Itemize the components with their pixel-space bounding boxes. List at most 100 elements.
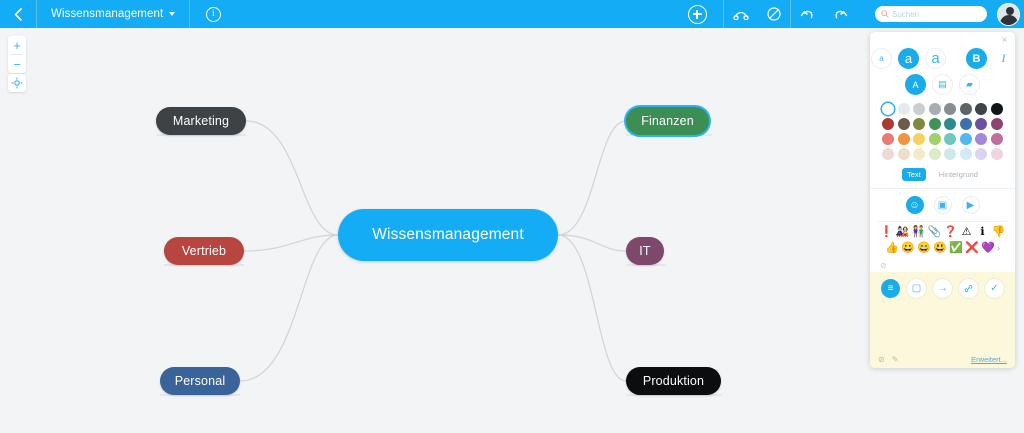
- node-produktion[interactable]: Produktion: [626, 367, 721, 395]
- emoji-button[interactable]: 👫: [911, 226, 926, 238]
- emoji-button[interactable]: 😀: [901, 242, 915, 254]
- color-swatch[interactable]: [882, 118, 895, 130]
- add-node-button[interactable]: [671, 0, 723, 28]
- emoji-icon[interactable]: ☺: [905, 196, 924, 214]
- emoji-button[interactable]: 😃: [933, 242, 947, 254]
- zoom-in-button[interactable]: +: [13, 37, 21, 53]
- close-icon[interactable]: ×: [1001, 35, 1008, 46]
- node-finanzen[interactable]: Finanzen: [626, 107, 709, 135]
- note-text-icon[interactable]: ≡: [881, 279, 900, 298]
- color-swatch[interactable]: [928, 133, 941, 145]
- video-icon[interactable]: ▶: [961, 196, 980, 214]
- emoji-button[interactable]: 👍: [885, 242, 899, 254]
- note-comment-icon[interactable]: ▢: [907, 279, 926, 298]
- emoji-button[interactable]: ℹ: [980, 226, 985, 238]
- color-swatch[interactable]: [975, 148, 988, 160]
- color-swatch[interactable]: [897, 133, 910, 145]
- color-swatch[interactable]: [897, 118, 910, 130]
- color-swatch[interactable]: [944, 103, 957, 115]
- color-swatch[interactable]: [928, 148, 941, 160]
- color-swatch[interactable]: [990, 103, 1003, 115]
- center-map-button[interactable]: [8, 74, 26, 92]
- info-button[interactable]: i: [190, 0, 236, 28]
- color-swatch[interactable]: [944, 148, 957, 160]
- note-area[interactable]: ≡ ▢ → ✓ ⊘ ✎ Erweitert...: [870, 272, 1015, 368]
- color-swatch[interactable]: [959, 103, 972, 115]
- emoji-button[interactable]: 😄: [917, 242, 931, 254]
- clear-format-icon[interactable]: ⊘: [880, 261, 887, 270]
- font-size-medium-button[interactable]: a: [898, 48, 919, 69]
- media-row: ☺ ▣ ▶: [870, 196, 1015, 214]
- color-swatch[interactable]: [975, 103, 988, 115]
- zoom-out-button[interactable]: −: [13, 56, 21, 72]
- redo-button[interactable]: [824, 0, 857, 28]
- italic-button[interactable]: I: [993, 48, 1014, 69]
- color-swatch[interactable]: [944, 118, 957, 130]
- color-swatch[interactable]: [990, 148, 1003, 160]
- background-toggle[interactable]: Hintergrund: [938, 170, 978, 179]
- image-icon[interactable]: ▣: [933, 196, 952, 214]
- color-swatch[interactable]: [990, 118, 1003, 130]
- bold-button[interactable]: B: [966, 48, 987, 69]
- note-check-icon[interactable]: ✓: [985, 279, 1004, 298]
- emoji-button[interactable]: ✅: [949, 242, 963, 254]
- highlighter-icon[interactable]: ▰: [959, 74, 980, 95]
- emoji-button[interactable]: 📎: [927, 226, 942, 238]
- emoji-button[interactable]: ⚠: [961, 226, 972, 238]
- color-swatch[interactable]: [913, 103, 926, 115]
- back-button[interactable]: [0, 0, 36, 28]
- emoji-more-icon[interactable]: ›: [997, 243, 1000, 253]
- color-swatch[interactable]: [882, 148, 895, 160]
- avatar[interactable]: [997, 2, 1020, 26]
- node-root[interactable]: Wissensmanagement: [338, 209, 558, 261]
- color-swatch[interactable]: [975, 133, 988, 145]
- color-swatch[interactable]: [928, 118, 941, 130]
- color-swatch[interactable]: [928, 103, 941, 115]
- font-size-large-button[interactable]: a: [925, 48, 946, 69]
- color-swatch[interactable]: [959, 118, 972, 130]
- color-swatch[interactable]: [913, 118, 926, 130]
- color-swatch[interactable]: [975, 118, 988, 130]
- color-swatch[interactable]: [897, 148, 910, 160]
- color-swatch[interactable]: [944, 133, 957, 145]
- emoji-button[interactable]: 💜: [981, 242, 995, 254]
- mindmap-canvas[interactable]: + − Wissensmanagement Marketing Finanzen…: [0, 28, 1024, 433]
- node-label: Finanzen: [641, 114, 694, 128]
- node-shape-icon[interactable]: ▤: [932, 74, 953, 95]
- node-label: Marketing: [172, 114, 230, 128]
- emoji-button[interactable]: ❓: [943, 226, 958, 238]
- document-title-menu[interactable]: Wissensmanagement: [37, 0, 189, 28]
- node-personal[interactable]: Personal: [160, 367, 240, 395]
- note-edit-icon[interactable]: ✎: [891, 355, 899, 364]
- undo-button[interactable]: [791, 0, 824, 28]
- color-swatch[interactable]: [959, 148, 972, 160]
- color-swatch[interactable]: [990, 133, 1003, 145]
- note-arrow-icon[interactable]: →: [933, 279, 952, 298]
- node-it[interactable]: IT: [626, 237, 664, 265]
- text-toggle[interactable]: Text: [902, 168, 926, 181]
- emoji-button[interactable]: ❌: [965, 242, 979, 254]
- note-clear-icon[interactable]: ⊘: [878, 355, 885, 364]
- note-link-icon[interactable]: [959, 279, 978, 298]
- advanced-link[interactable]: Erweitert...: [971, 355, 1007, 364]
- font-color-icon[interactable]: A: [905, 74, 926, 95]
- color-swatch[interactable]: [913, 133, 926, 145]
- emoji-button[interactable]: 👎: [991, 226, 1006, 238]
- search-box[interactable]: [875, 6, 987, 22]
- color-swatch[interactable]: [913, 148, 926, 160]
- boundary-button[interactable]: [757, 0, 790, 28]
- node-vertrieb[interactable]: Vertrieb: [164, 237, 244, 265]
- emoji-button[interactable]: 🎎: [895, 226, 910, 238]
- color-swatch[interactable]: [897, 103, 910, 115]
- node-marketing[interactable]: Marketing: [156, 107, 246, 135]
- color-swatch[interactable]: [882, 103, 895, 115]
- emoji-button[interactable]: ❗: [879, 226, 894, 238]
- color-swatch[interactable]: [959, 133, 972, 145]
- relationship-button[interactable]: [724, 0, 757, 28]
- format-panel: × a a a B I A ▤ ▰ Text Hintergrund ☺ ▣ ▶…: [870, 32, 1015, 368]
- search-input[interactable]: [892, 9, 978, 19]
- font-size-small-button[interactable]: a: [871, 48, 892, 69]
- relationship-icon: [732, 11, 749, 20]
- undo-redo-group: [791, 0, 857, 28]
- color-swatch[interactable]: [882, 133, 895, 145]
